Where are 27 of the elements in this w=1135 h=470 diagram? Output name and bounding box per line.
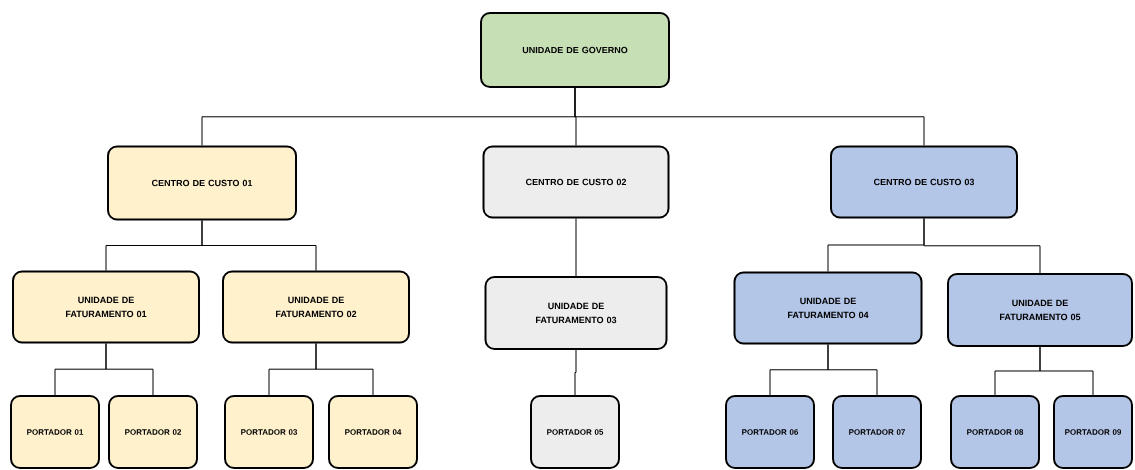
org-box: UNIDADE DE FATURAMENTO 04	[733, 271, 923, 345]
org-box: PORTADOR 08	[950, 395, 1040, 469]
org-box: PORTADOR 06	[725, 395, 815, 469]
connector-line	[201, 220, 317, 271]
org-box: PORTADOR 04	[328, 395, 418, 469]
org-box: UNIDADE DE FATURAMENTO 01	[12, 270, 200, 344]
org-box: PORTADOR 05	[530, 395, 620, 469]
connector-line	[923, 218, 1041, 274]
org-box: CENTRO DE CUSTO 02	[482, 145, 670, 219]
connector-line	[315, 343, 374, 396]
org-box: CENTRO DE CUSTO 03	[830, 145, 1018, 219]
connector-line	[574, 87, 925, 146]
org-box: PORTADOR 03	[224, 395, 314, 469]
org-box: PORTADOR 02	[108, 395, 198, 469]
org-box: CENTRO DE CUSTO 01	[107, 145, 297, 221]
org-box: UNIDADE DE FATURAMENTO 05	[947, 273, 1133, 347]
org-box: UNIDADE DE FATURAMENTO 02	[222, 270, 410, 344]
connector-line	[574, 349, 577, 396]
connector-line	[827, 344, 878, 396]
org-box: PORTADOR 01	[10, 395, 100, 469]
connector-line	[105, 343, 154, 396]
connector-line	[575, 218, 577, 277]
org-box: UNIDADE DE GOVERNO	[480, 12, 670, 88]
org-box: UNIDADE DE FATURAMENTO 03	[484, 276, 668, 350]
connector-line	[1039, 346, 1094, 396]
org-box: PORTADOR 09	[1053, 395, 1133, 469]
org-box: PORTADOR 07	[832, 395, 922, 469]
